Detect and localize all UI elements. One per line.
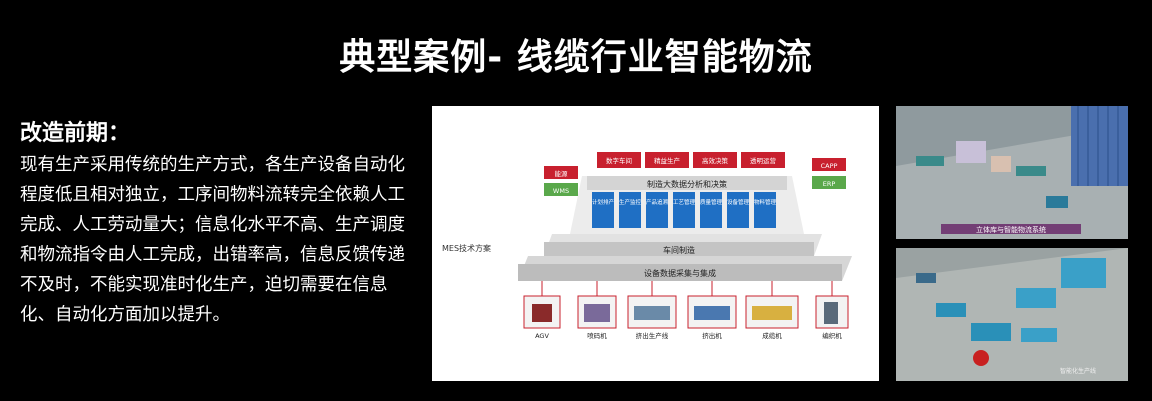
right-tag-capp [812,158,846,171]
mes-diagram: MES技术方案 设备数据采集与集成 车间制造 制造大数据分析和决策 计划排产 生… [432,106,879,381]
svg-text:生产监控: 生产监控 [619,198,642,206]
svg-text:CAPP: CAPP [821,162,838,170]
section-heading: 改造前期： [20,121,131,146]
svg-text:能源: 能源 [555,169,569,178]
description-paragraph: 现有生产采用传统的生产方式，各生产设备自动化程度低且相对独立，工序间物料流转完全… [20,155,405,325]
svg-text:WMS: WMS [553,187,569,195]
svg-text:精益生产: 精益生产 [654,156,681,165]
function-columns: 计划排产 生产监控 产品追溯 工艺管理 质量管理 设备管理 物料管理 [592,192,777,228]
svg-text:工艺管理: 工艺管理 [673,198,696,206]
warehouse-caption: 立体库与智能物流系统 [976,225,1046,234]
analysis-label: 制造大数据分析和决策 [647,179,727,189]
svg-text:产品追溯: 产品追溯 [646,198,669,206]
svg-text:数字车间: 数字车间 [606,156,632,165]
svg-text:编织机: 编织机 [822,331,842,340]
svg-text:成缆机: 成缆机 [762,331,782,340]
equipment-row: AGV 喷码机 挤出生产线 挤出机 成缆机 编织机 [523,295,849,340]
svg-text:物料管理: 物料管理 [754,198,777,206]
svg-text:计划排产: 计划排产 [592,198,615,206]
svg-text:ERP: ERP [823,180,836,188]
left-tag-energy [544,166,578,179]
svg-text:AGV: AGV [535,332,549,340]
page-title: 典型案例- 线缆行业智能物流 [339,37,813,78]
mes-diagram-svg: MES技术方案 设备数据采集与集成 车间制造 制造大数据分析和决策 计划排产 生… [442,152,852,340]
collection-label: 设备数据采集与集成 [644,268,716,278]
workshop-label: 车间制造 [663,245,695,255]
warehouse-photo: 立体库与智能物流系统 [896,106,1128,239]
top-modules: 数字车间 精益生产 高效决策 透明运营 [597,152,785,168]
svg-text:挤出机: 挤出机 [702,331,722,340]
svg-text:挤出生产线: 挤出生产线 [636,331,669,340]
production-line-caption: 智能化生产线 [1060,367,1096,375]
svg-text:高效决策: 高效决策 [702,156,729,165]
equipment-connectors [541,281,833,296]
right-tag-erp [812,176,846,189]
left-tag-wms [544,183,578,196]
diagram-side-label: MES技术方案 [442,243,491,253]
svg-text:喷码机: 喷码机 [587,331,607,340]
production-line-photo: 智能化生产线 [896,248,1128,381]
svg-text:透明运营: 透明运营 [750,156,777,165]
svg-text:质量管理: 质量管理 [700,198,723,206]
svg-text:设备管理: 设备管理 [727,198,750,206]
